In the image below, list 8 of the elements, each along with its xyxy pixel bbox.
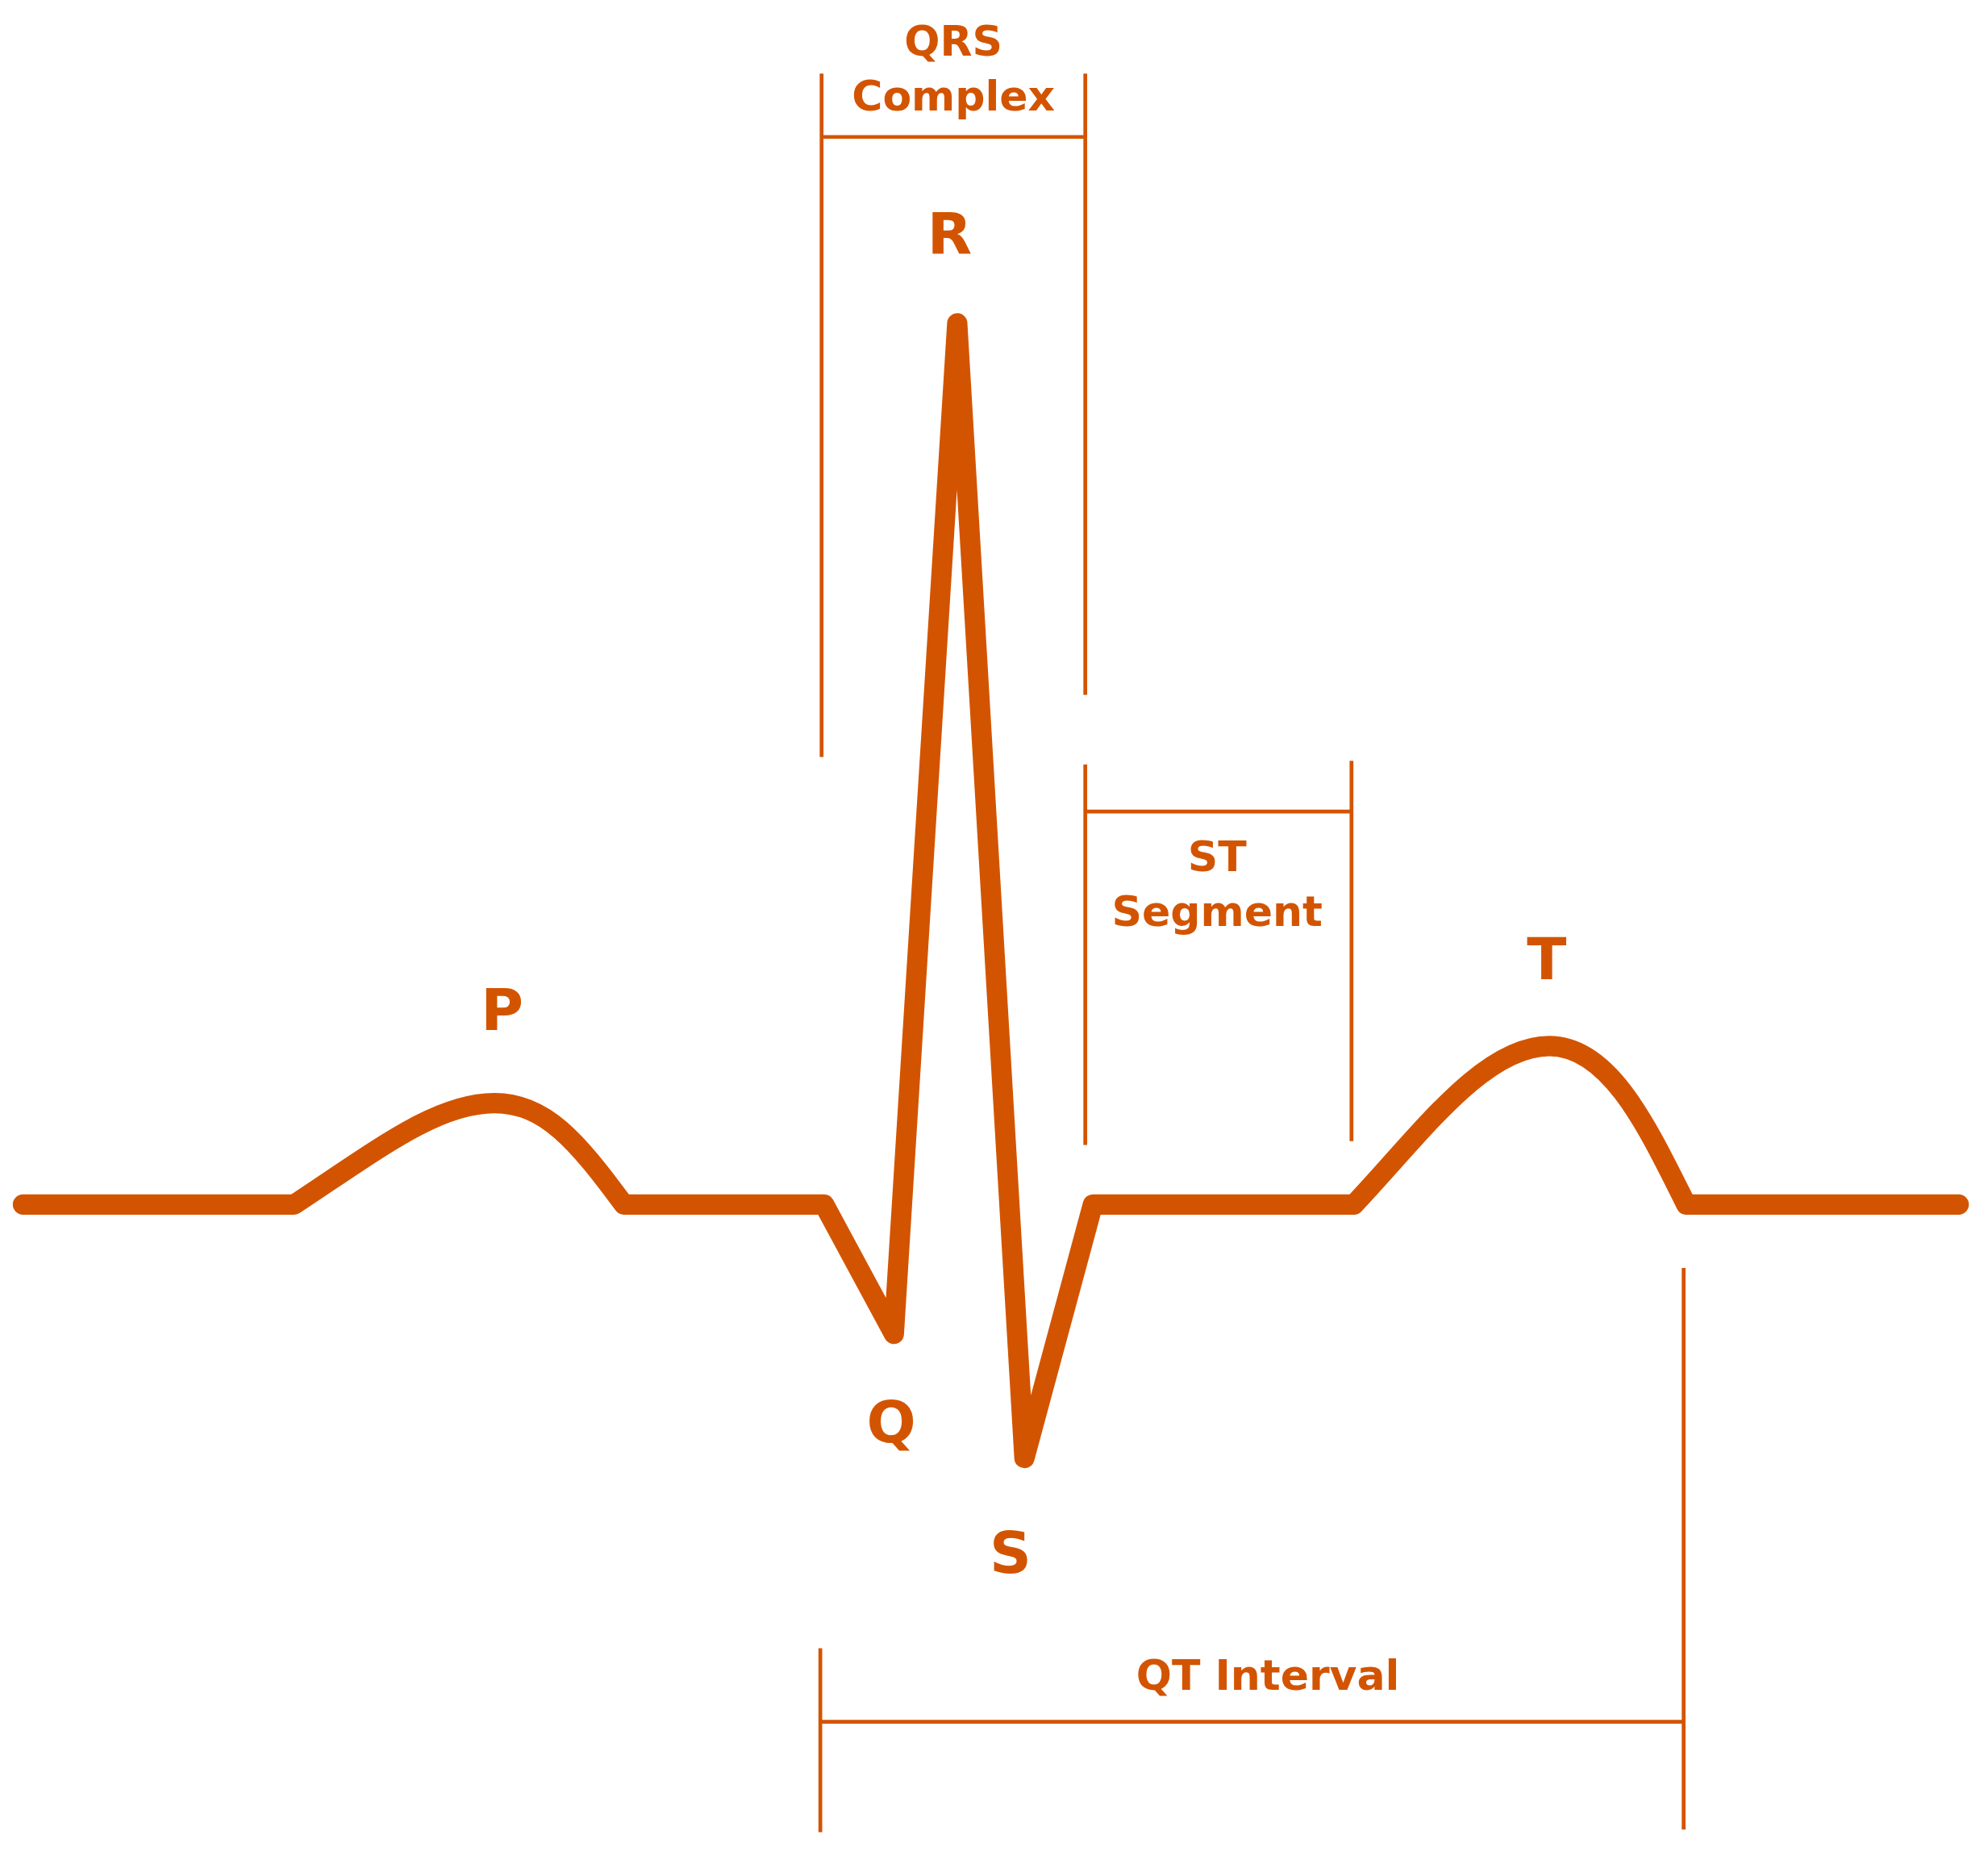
wave-label: S [990,1518,1032,1588]
wave-label: T [1527,924,1567,995]
wave-label: P [481,975,523,1046]
interval-label: QT Interval [1136,1650,1400,1702]
wave-label: R [927,199,973,270]
wave-label: Q [866,1387,916,1458]
interval-label: ST Segment [1111,832,1323,938]
interval-label: QRS Complex [851,16,1057,123]
